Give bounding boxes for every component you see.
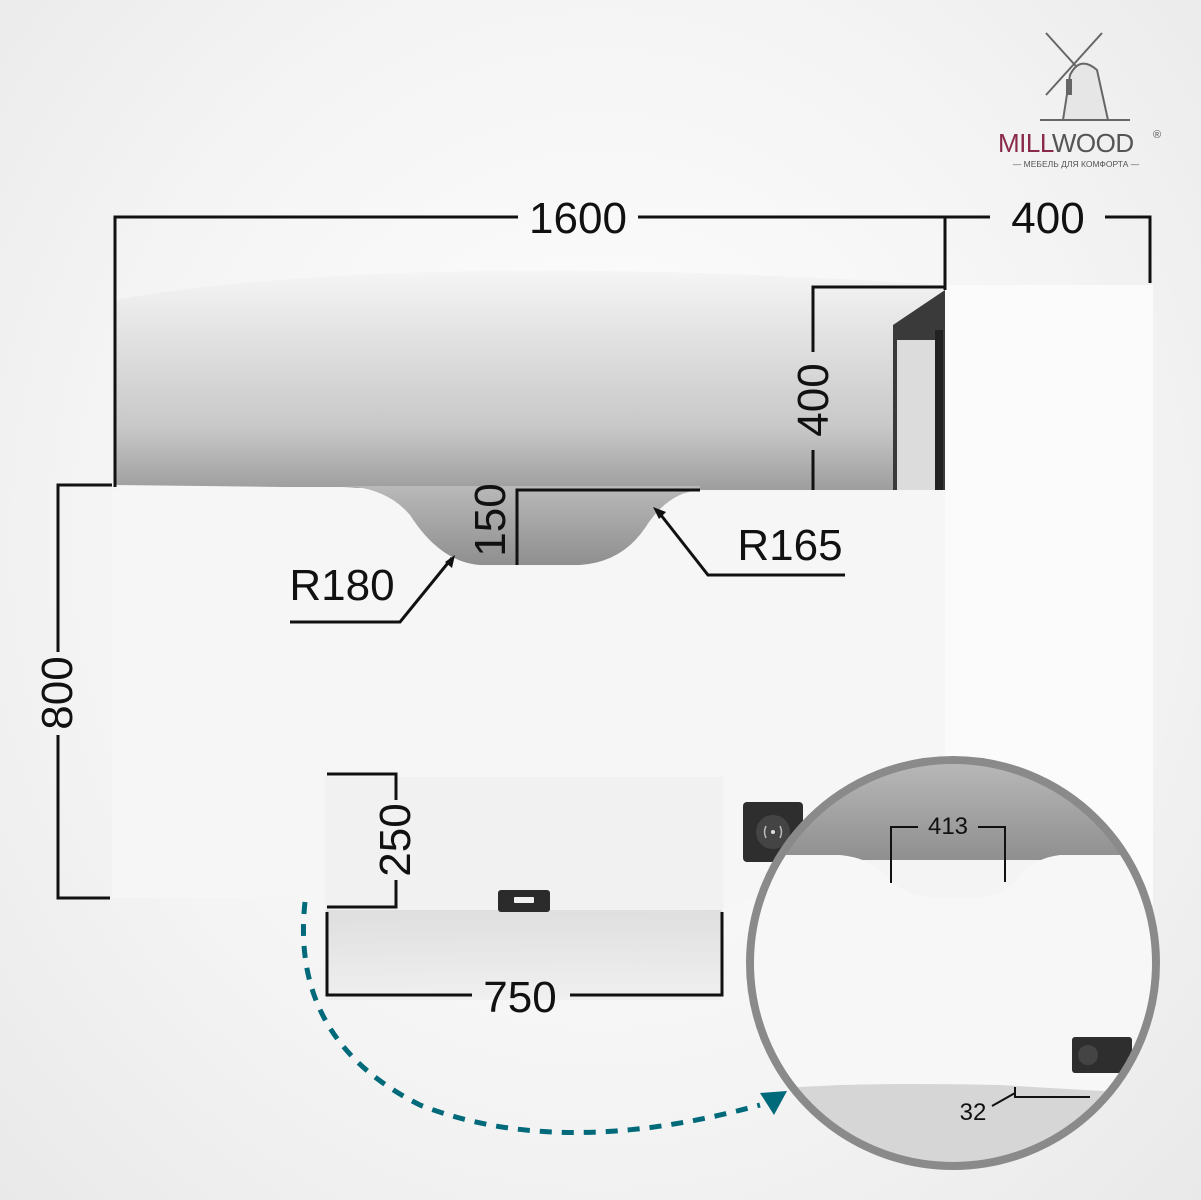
- detail-arrowhead: [760, 1091, 787, 1115]
- dim-side-width: 400: [1011, 194, 1084, 243]
- dim-drawer-width: 750: [483, 973, 556, 1022]
- dim-drawer-height: 250: [371, 803, 420, 876]
- dim-depth: 800: [33, 656, 82, 729]
- dim-radius-right: R165: [737, 521, 842, 570]
- windmill-logo-icon: [1040, 32, 1130, 121]
- dim-side-depth: 400: [789, 363, 838, 436]
- side-cabinet-panel: [893, 290, 945, 493]
- arrowhead-r180: [445, 555, 455, 568]
- brand-tagline: — МЕБЕЛЬ ДЛЯ КОМФОРТА —: [1013, 159, 1140, 169]
- brand-name-part2: WOOD: [1052, 128, 1134, 158]
- detail-arrow[interactable]: [300, 901, 761, 1135]
- detail-edge-offset: 32: [960, 1099, 987, 1126]
- detail-charger-icon: [1072, 1037, 1132, 1073]
- desk-shadow: [115, 270, 945, 495]
- desk-cutout: [340, 486, 700, 565]
- dim-radius-left: R180: [289, 561, 394, 610]
- arrowhead-r165: [653, 507, 666, 519]
- dim-total-width: 1600: [529, 194, 627, 243]
- brand-name-part1: MILL: [998, 128, 1054, 158]
- drawer[interactable]: [325, 777, 723, 910]
- dim-cutout-depth: 150: [466, 483, 515, 556]
- brand-name: MILLWOOD: [998, 128, 1134, 158]
- dimension-lines: [56, 215, 1152, 997]
- drawer-lock-icon: [498, 890, 550, 912]
- brand-registered: ®: [1153, 129, 1161, 141]
- drawer-shadow: [326, 910, 722, 1000]
- detail-cutout-width: 413: [928, 813, 968, 840]
- detail-ring: [746, 756, 1160, 1170]
